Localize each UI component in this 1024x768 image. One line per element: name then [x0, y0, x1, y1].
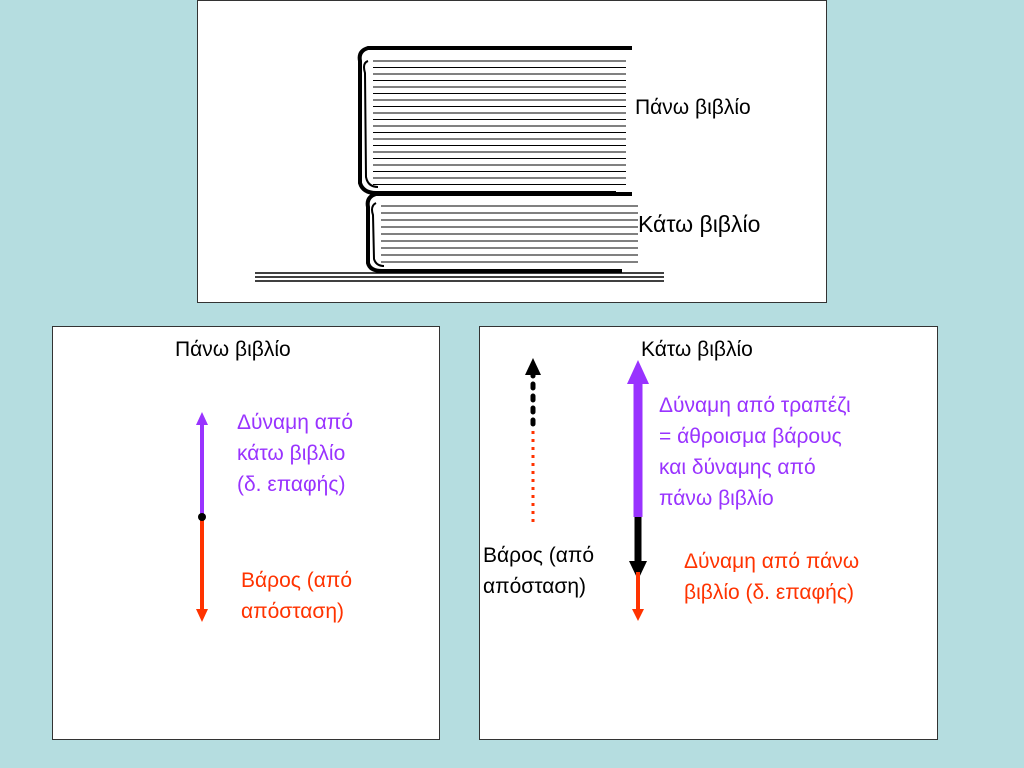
books-stack-panel: Πάνω βιβλίο Κάτω βιβλίο	[197, 0, 827, 303]
contact-force-label-line: κάτω βιβλίο	[237, 442, 346, 465]
weight-label-line: απόσταση)	[483, 575, 587, 598]
contact-force-label-line: Δύναμη από	[237, 411, 354, 434]
panel-title: Πάνω βιβλίο	[175, 338, 291, 361]
center-point	[198, 513, 206, 521]
contact-force-label-line: (δ. επαφής)	[237, 473, 346, 496]
lower-book-label: Κάτω βιβλίο	[638, 211, 761, 237]
upper-book-force-label-line: βιβλίο (δ. επαφής)	[684, 581, 854, 604]
table-force-label-line: πάνω βιβλίο	[659, 487, 774, 510]
translated-arrowhead	[525, 358, 541, 375]
weight-arrowhead	[629, 561, 647, 580]
contact-force-arrowhead	[196, 412, 208, 425]
table-force-arrowhead	[627, 360, 649, 384]
table-force-label-line: = άθροισμα βάρους	[659, 425, 842, 448]
weight-label-line: Βάρος (από	[483, 544, 595, 567]
table-force-label-line: και δύναμης από	[659, 456, 816, 479]
lower-book-forces-panel: Κάτω βιβλίο Δύναμη από τραπέζι = άθροισμ…	[479, 326, 938, 740]
upper-book-label: Πάνω βιβλίο	[635, 96, 751, 119]
upper-book-force-arrowhead	[632, 609, 644, 621]
weight-label-line: Βάρος (από	[241, 569, 353, 592]
upper-book-forces-panel: Πάνω βιβλίο Δύναμη από κάτω βιβλίο (δ. ε…	[52, 326, 440, 740]
weight-arrowhead	[196, 609, 208, 622]
books-stack-illustration	[255, 46, 664, 282]
weight-label-line: απόσταση)	[241, 600, 345, 623]
panel-title: Κάτω βιβλίο	[641, 338, 753, 361]
upper-book-force-label-line: Δύναμη από πάνω	[684, 550, 860, 573]
table-force-label-line: Δύναμη από τραπέζι	[659, 394, 851, 417]
upper-book-force-diagram	[196, 412, 208, 622]
upper-book-shape	[357, 46, 632, 195]
lower-book-shape	[365, 192, 638, 273]
lower-book-force-diagram	[525, 358, 649, 621]
